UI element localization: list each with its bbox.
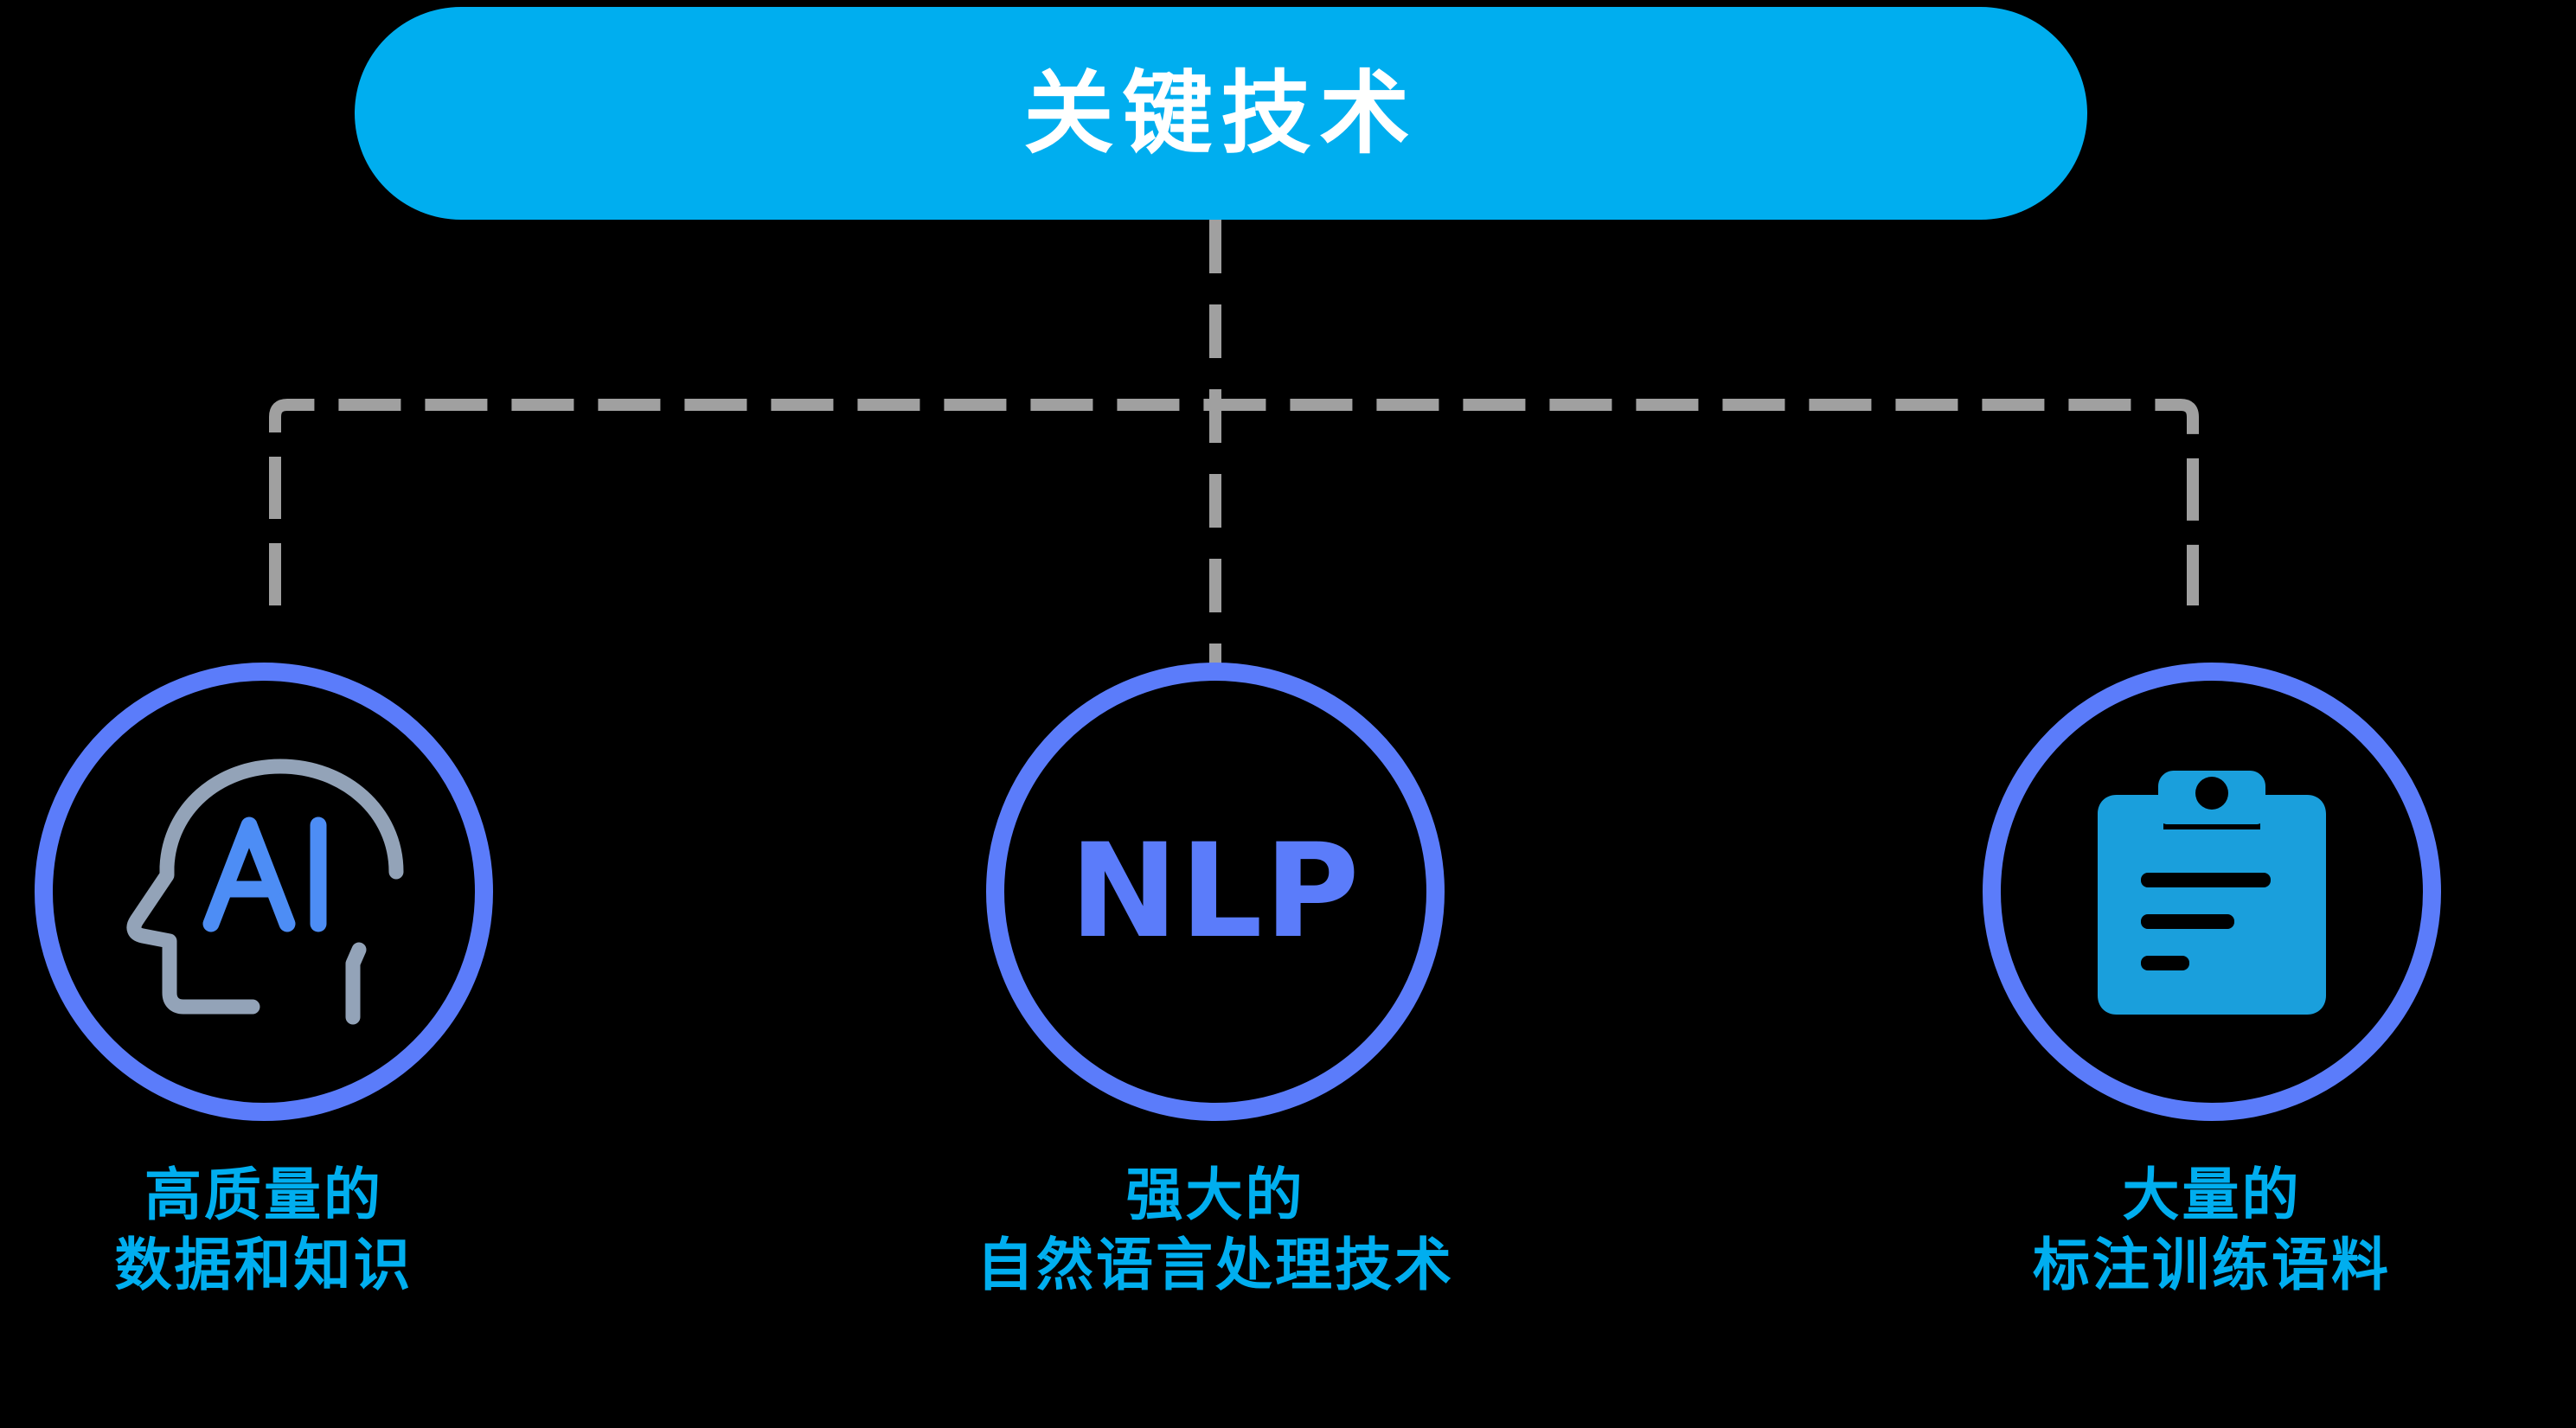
- node-ai[interactable]: 高质量的 数据和知识: [0, 663, 532, 1300]
- node-nlp-caption-line2: 自然语言处理技术: [977, 1231, 1454, 1298]
- node-data-caption: 大量的 标注训练语料: [2033, 1161, 2391, 1300]
- ai-head-icon: [126, 759, 404, 1025]
- node-ai-circle: [35, 663, 493, 1121]
- node-ai-caption: 高质量的 数据和知识: [115, 1161, 413, 1300]
- node-ai-caption-line2: 数据和知识: [114, 1231, 413, 1298]
- node-nlp-caption: 强大的 自然语言处理技术: [977, 1161, 1454, 1300]
- node-data-caption-line1: 大量的: [2122, 1162, 2302, 1228]
- node-nlp[interactable]: NLP 强大的 自然语言处理技术: [947, 663, 1483, 1300]
- title-pill: 关键技术: [355, 7, 2087, 220]
- node-data[interactable]: 大量的 标注训练语料: [1944, 663, 2480, 1300]
- node-ai-caption-line1: 高质量的: [144, 1162, 383, 1228]
- node-data-circle: [1983, 663, 2441, 1121]
- clipboard-icon: [2098, 771, 2326, 1015]
- connector-branch-bus: [269, 399, 2199, 605]
- node-nlp-circle: NLP: [986, 663, 1445, 1121]
- node-nlp-caption-line1: 强大的: [1125, 1162, 1305, 1228]
- nlp-text-icon: NLP: [1069, 816, 1362, 967]
- page-title: 关键技术: [1023, 61, 1419, 166]
- node-data-caption-line2: 标注训练语料: [2033, 1231, 2391, 1298]
